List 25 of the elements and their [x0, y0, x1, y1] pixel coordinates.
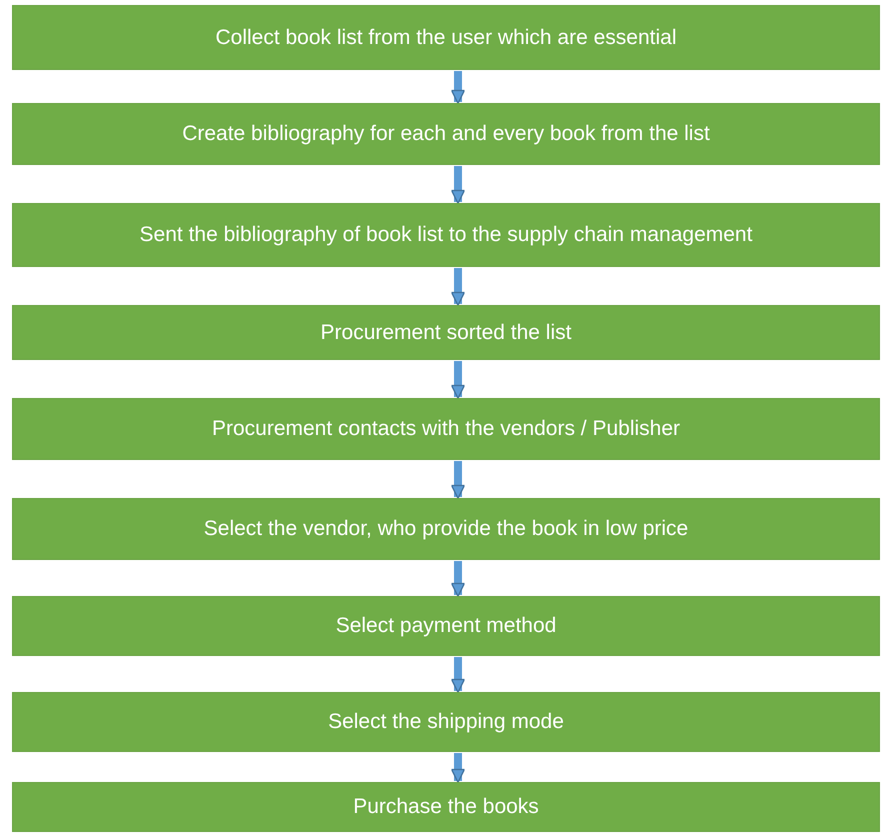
step-text: Create bibliography for each and every book from the list: [182, 122, 710, 146]
step-text: Collect book list from the user which are essential: [215, 26, 677, 50]
arrow: [450, 461, 466, 499]
arrow: [450, 657, 466, 693]
process-box: [12, 103, 880, 165]
step-text: Sent the bibliography of book list to the supply chain management: [140, 223, 752, 247]
arrow: [450, 361, 466, 399]
process-box: [12, 305, 880, 360]
step-text: Select the shipping mode: [328, 710, 564, 734]
process-box: [12, 203, 880, 267]
arrow: [450, 561, 466, 597]
process-box: [12, 782, 880, 832]
process-box: [12, 5, 880, 70]
process-box: [12, 398, 880, 460]
step-text: Purchase the books: [353, 795, 539, 819]
step-text: Procurement sorted the list: [320, 320, 572, 344]
process-box: [12, 498, 880, 560]
process-box: [12, 692, 880, 752]
arrow: [450, 166, 466, 204]
step-text: Procurement contacts with the vendors / Publisher: [212, 417, 680, 441]
step-text: Select payment method: [336, 614, 556, 638]
arrow: [450, 71, 466, 104]
step-text: Select the vendor, who provide the book in low price: [204, 517, 688, 541]
arrow: [450, 268, 466, 306]
process-box: [12, 596, 880, 656]
